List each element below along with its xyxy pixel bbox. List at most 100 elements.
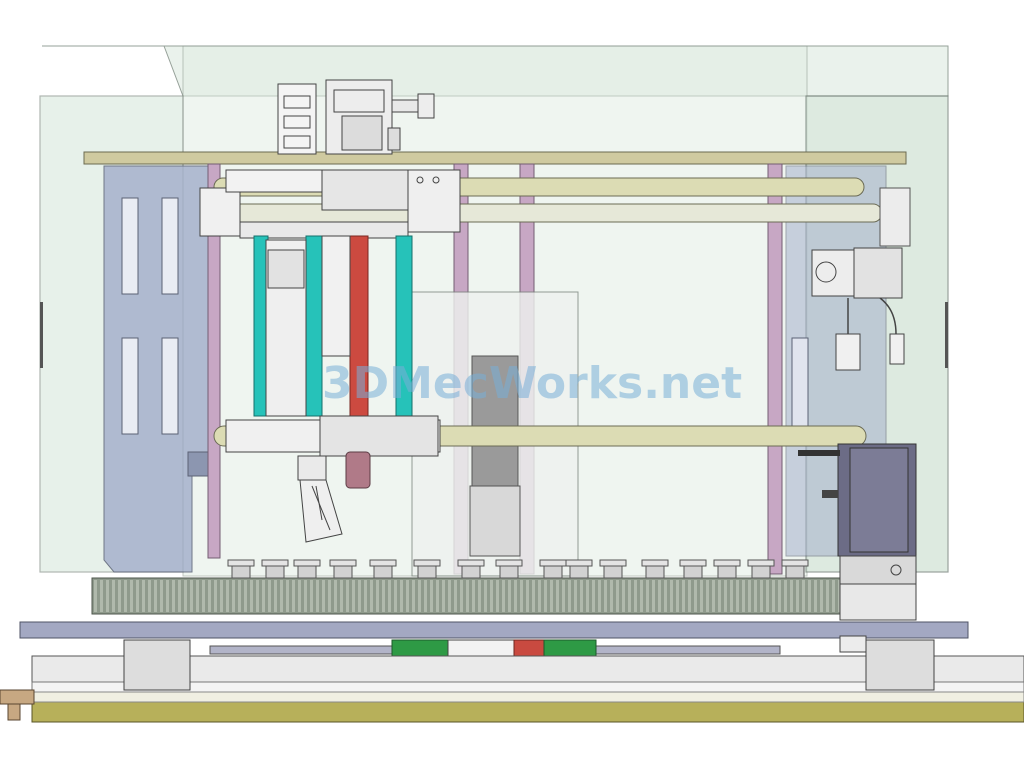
bolt-head <box>599 559 627 567</box>
vertical-cylinders <box>253 235 413 417</box>
left-frame-plate <box>103 165 215 573</box>
gear-tooth <box>682 580 685 612</box>
gear-tooth <box>220 580 223 612</box>
gear-tooth <box>586 580 589 612</box>
bolt-head <box>713 559 741 567</box>
gear-tooth <box>706 580 709 612</box>
bolt-head <box>641 559 669 567</box>
gear-tooth <box>580 580 583 612</box>
right-door-hinge <box>945 302 948 368</box>
upper-carriage <box>199 169 461 239</box>
gear-tooth <box>190 580 193 612</box>
gear-tooth <box>256 580 259 612</box>
support-column <box>767 163 783 575</box>
gear-tooth <box>532 580 535 612</box>
base-plate <box>19 621 969 639</box>
bolt-shank <box>785 565 805 579</box>
bolt-shank <box>461 565 481 579</box>
bolt-shank <box>417 565 437 579</box>
gear-tooth <box>352 580 355 612</box>
bolt-head <box>539 559 567 567</box>
gear-tooth <box>538 580 541 612</box>
gear-tooth <box>760 580 763 612</box>
teal-cylinder <box>305 235 323 417</box>
gear-tooth <box>526 580 529 612</box>
bolt-shank <box>569 565 589 579</box>
bolt-shank <box>265 565 285 579</box>
bottom-rail <box>0 635 1024 723</box>
gear-tooth <box>280 580 283 612</box>
gear-tooth <box>106 580 109 612</box>
gear-tooth <box>136 580 139 612</box>
gear-tooth <box>478 580 481 612</box>
rail-base-beam <box>31 701 1024 723</box>
rail-carriage <box>123 639 191 691</box>
gear-tooth <box>610 580 613 612</box>
gear-tooth <box>418 580 421 612</box>
bolt-head <box>261 559 289 567</box>
gear-tooth <box>262 580 265 612</box>
gear-tooth <box>550 580 553 612</box>
bolt-shank <box>231 565 251 579</box>
cylinder-mount <box>321 235 351 357</box>
gear-tooth <box>718 580 721 612</box>
gear-tooth <box>232 580 235 612</box>
air-fitting <box>0 689 35 721</box>
stepper-motor-icon <box>798 443 917 621</box>
gear-tooth <box>652 580 655 612</box>
gear-tooth <box>496 580 499 612</box>
gear-tooth <box>412 580 415 612</box>
gear-tooth <box>676 580 679 612</box>
gear-tooth <box>166 580 169 612</box>
gear-tooth <box>142 580 145 612</box>
gear-tooth <box>484 580 487 612</box>
gear-tooth <box>454 580 457 612</box>
gear-tooth <box>184 580 187 612</box>
gear-ring <box>91 577 845 615</box>
gear-tooth <box>310 580 313 612</box>
gear-tooth <box>124 580 127 612</box>
bolt-shank <box>717 565 737 579</box>
gear-tooth <box>154 580 157 612</box>
teal-cylinder <box>395 235 413 417</box>
gear-tooth <box>562 580 565 612</box>
bolt-head <box>457 559 485 567</box>
frame-slot <box>121 337 139 435</box>
gear-tooth <box>736 580 739 612</box>
gear-tooth <box>742 580 745 612</box>
gear-tooth <box>118 580 121 612</box>
gear-tooth <box>502 580 505 612</box>
gear-tooth <box>202 580 205 612</box>
gear-tooth <box>244 580 247 612</box>
gear-tooth <box>406 580 409 612</box>
gear-tooth <box>604 580 607 612</box>
gear-tooth <box>436 580 439 612</box>
gear-tooth <box>514 580 517 612</box>
gear-tooth <box>796 580 799 612</box>
gear-tooth <box>394 580 397 612</box>
frame-slot <box>161 337 179 435</box>
gear-tooth <box>556 580 559 612</box>
gear-tooth <box>802 580 805 612</box>
gear-tooth <box>520 580 523 612</box>
gear-tooth <box>622 580 625 612</box>
gear-tooth <box>568 580 571 612</box>
gear-tooth <box>148 580 151 612</box>
gear-tooth <box>598 580 601 612</box>
gear-tooth <box>592 580 595 612</box>
frame-slot <box>161 197 179 295</box>
bolt-shank <box>751 565 771 579</box>
gear-tooth <box>304 580 307 612</box>
gear-tooth <box>160 580 163 612</box>
rod-end-block <box>879 187 911 247</box>
gear-tooth <box>670 580 673 612</box>
bolt-shank <box>333 565 353 579</box>
gear-tooth <box>688 580 691 612</box>
top-plate <box>83 151 907 165</box>
gear-tooth <box>238 580 241 612</box>
gear-tooth <box>460 580 463 612</box>
gear-tooth <box>634 580 637 612</box>
gear-tooth <box>364 580 367 612</box>
gear-tooth <box>376 580 379 612</box>
